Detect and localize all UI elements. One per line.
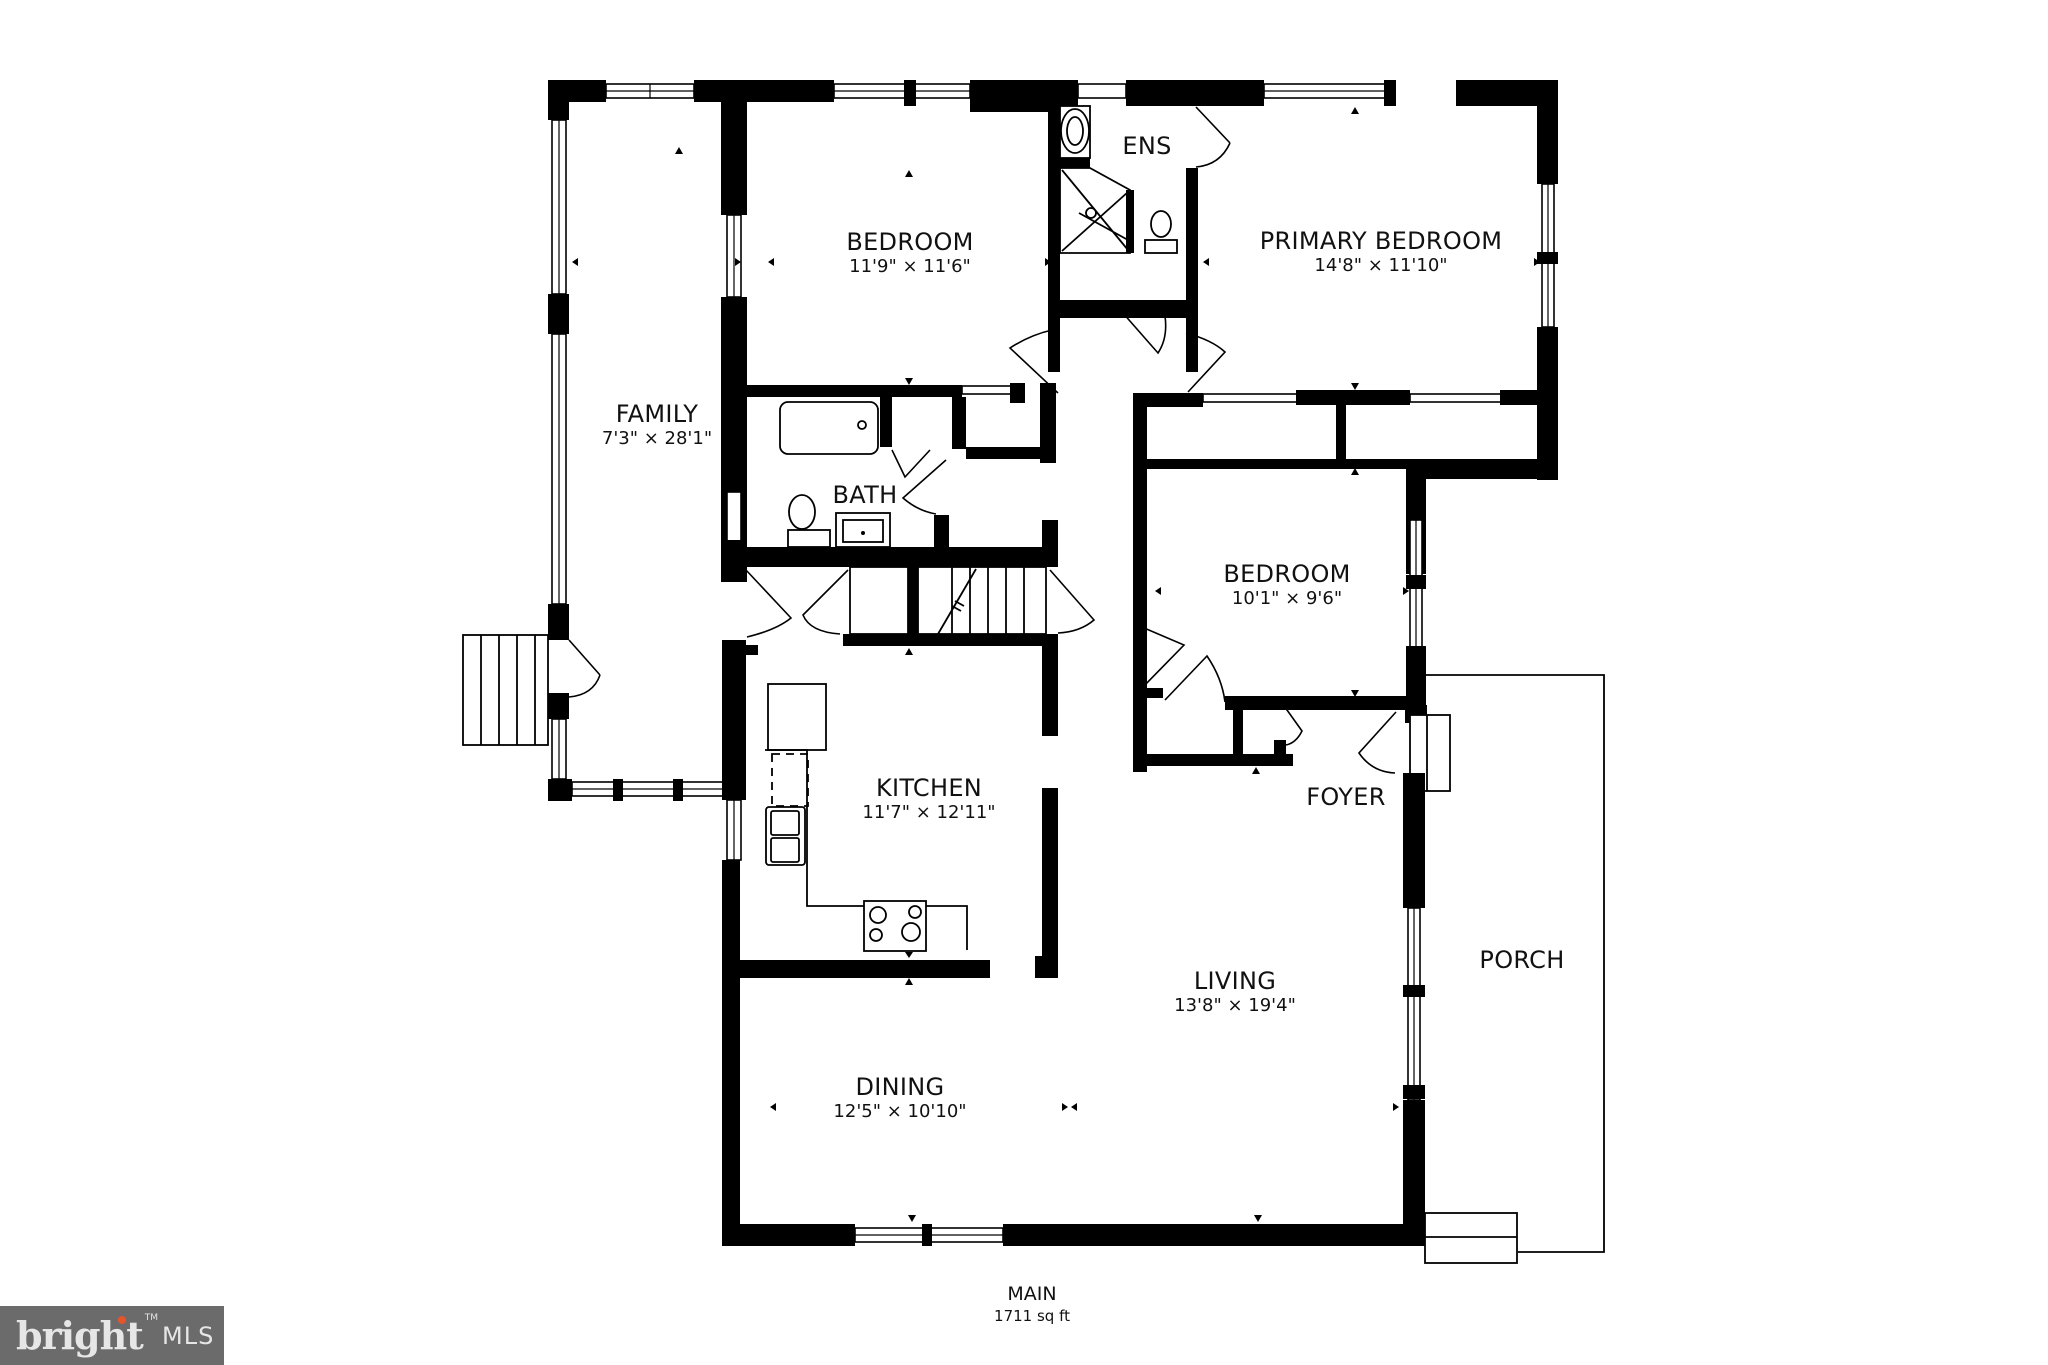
room-label-bath: BATH xyxy=(833,481,898,509)
room-label-foyer: FOYER xyxy=(1306,783,1385,811)
bright-mls-logo: bright TM MLS xyxy=(0,1306,224,1365)
room-label-primary-bedroom: PRIMARY BEDROOM 14'8" × 11'10" xyxy=(1260,227,1503,277)
logo-accent-dot-icon xyxy=(118,1316,126,1324)
room-name: FOYER xyxy=(1306,783,1386,811)
bedroom-2 xyxy=(1133,479,1426,767)
kitchen xyxy=(740,634,1058,978)
room-name: BEDROOM xyxy=(1223,560,1351,588)
ensuite xyxy=(1048,105,1231,372)
room-name: ENS xyxy=(1122,132,1172,160)
bath xyxy=(740,383,1058,567)
room-label-bedroom-2: BEDROOM 10'1" × 9'6" xyxy=(1223,560,1350,610)
family-bedroom-divider xyxy=(721,95,747,1246)
room-dimensions: 11'7" × 12'11" xyxy=(862,802,996,823)
room-dimensions: 10'1" × 9'6" xyxy=(1231,588,1343,609)
room-label-family: FAMILY 7'3" × 28'1" xyxy=(602,400,712,450)
room-name: DINING xyxy=(855,1073,945,1101)
room-name: FAMILY xyxy=(615,400,699,428)
room-dimensions: 14'8" × 11'10" xyxy=(1314,255,1448,276)
primary-closets xyxy=(1133,390,1558,772)
logo-suffix: MLS xyxy=(162,1321,215,1350)
room-name: PRIMARY BEDROOM xyxy=(1259,227,1503,255)
room-label-dining: DINING 12'5" × 10'10" xyxy=(833,1073,966,1123)
room-dimensions: 13'8" × 19'4" xyxy=(1174,995,1296,1016)
room-label-bedroom-1: BEDROOM 11'9" × 11'6" xyxy=(846,228,973,278)
floor-area: 1711 sq ft xyxy=(994,1307,1070,1325)
room-dimensions: 7'3" × 28'1" xyxy=(601,428,713,449)
porch xyxy=(1424,674,1605,1264)
room-label-porch: PORCH xyxy=(1479,946,1564,974)
dimension-markers xyxy=(572,107,1540,1222)
room-label-kitchen: KITCHEN 11'7" × 12'11" xyxy=(862,774,995,824)
room-name: PORCH xyxy=(1479,946,1565,974)
stairs xyxy=(740,566,1096,655)
room-name: BEDROOM xyxy=(846,228,974,256)
family-room-walls xyxy=(462,80,834,801)
hall-doors xyxy=(1008,329,1227,394)
room-name: BATH xyxy=(832,481,898,509)
room-name: KITCHEN xyxy=(875,774,983,802)
living-dining-walls xyxy=(722,1224,1425,1246)
room-name: LIVING xyxy=(1193,967,1277,995)
top-exterior-wall xyxy=(833,80,1558,480)
floor-level-label: MAIN xyxy=(1007,1283,1057,1305)
floor-summary: MAIN 1711 sq ft xyxy=(994,1282,1070,1326)
room-label-ensuite: ENS xyxy=(1122,132,1171,160)
room-label-living: LIVING 13'8" × 19'4" xyxy=(1174,967,1296,1017)
foyer-door xyxy=(1357,705,1451,1246)
room-dimensions: 12'5" × 10'10" xyxy=(833,1101,967,1122)
room-dimensions: 11'9" × 11'6" xyxy=(849,256,971,277)
logo-trademark: TM xyxy=(144,1312,159,1323)
